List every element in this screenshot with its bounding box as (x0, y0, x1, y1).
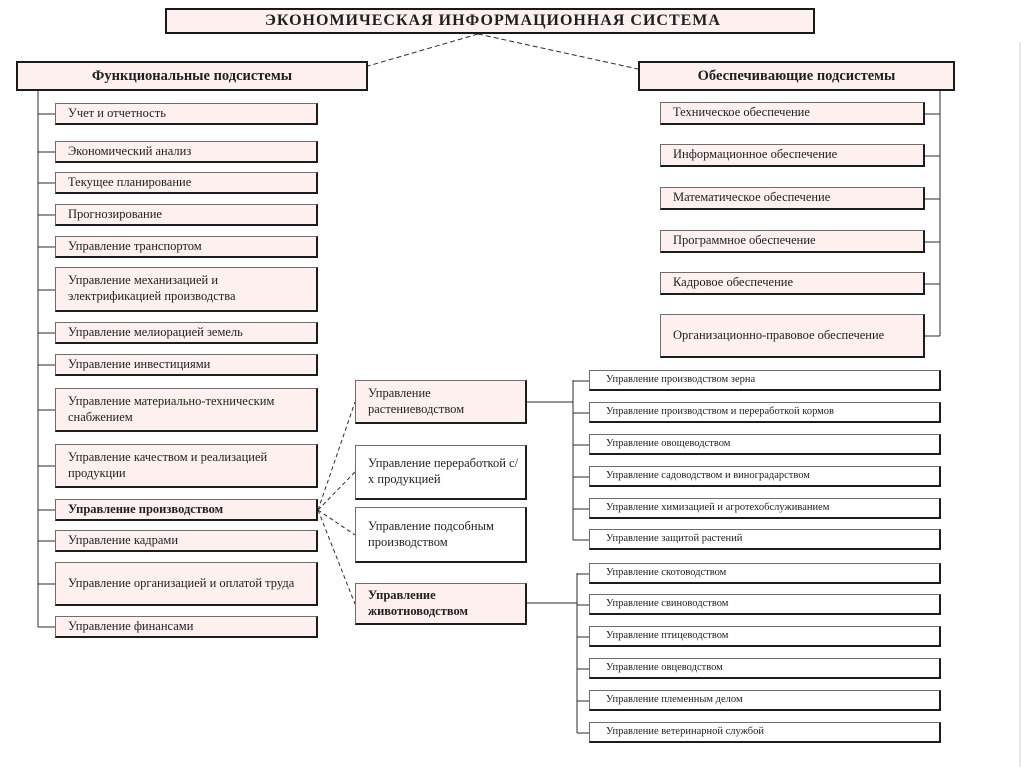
functional-item: Управление качеством и реализацией проду… (55, 444, 318, 488)
functional-item: Управление финансами (55, 616, 318, 638)
livestock-item: Управление птицеводством (589, 626, 941, 647)
supporting-item: Организационно-правовое обеспечение (660, 314, 925, 358)
functional-item: Прогнозирование (55, 204, 318, 226)
functional-item: Управление материально-техническим снабж… (55, 388, 318, 432)
supporting-subsystems-header: Обеспечивающие подсистемы (638, 61, 955, 91)
livestock-item: Управление ветеринарной службой (589, 722, 941, 743)
livestock-item: Управление овцеводством (589, 658, 941, 679)
supporting-item: Техническое обеспечение (660, 102, 925, 125)
functional-subsystems-header: Функциональные подсистемы (16, 61, 368, 91)
crop-item: Управление химизацией и агротехобслужива… (589, 498, 941, 519)
functional-item-production: Управление производством (55, 499, 318, 521)
branch-auxiliary: Управление подсобным производством (355, 507, 527, 563)
functional-item: Управление организацией и оплатой труда (55, 562, 318, 606)
crop-item: Управление производством и переработкой … (589, 402, 941, 423)
crop-item: Управление защитой растений (589, 529, 941, 550)
supporting-item: Математическое обеспечение (660, 187, 925, 210)
functional-item: Управление механизацией и электрификацие… (55, 267, 318, 312)
functional-item: Учет и отчетность (55, 103, 318, 125)
functional-item: Управление кадрами (55, 530, 318, 552)
branch-processing: Управление переработкой с/х продукцией (355, 445, 527, 500)
crop-item: Управление овощеводством (589, 434, 941, 455)
livestock-item: Управление скотоводством (589, 563, 941, 584)
livestock-item: Управление свиноводством (589, 594, 941, 615)
crop-item: Управление садоводством и виноградарство… (589, 466, 941, 487)
livestock-item: Управление племенным делом (589, 690, 941, 711)
branch-crop-farming: Управление растениеводством (355, 380, 527, 424)
diagram-title: ЭКОНОМИЧЕСКАЯ ИНФОРМАЦИОННАЯ СИСТЕМА (165, 8, 815, 34)
functional-item: Текущее планирование (55, 172, 318, 194)
crop-item: Управление производством зерна (589, 370, 941, 391)
supporting-item: Кадровое обеспечение (660, 272, 925, 295)
functional-item: Управление мелиорацией земель (55, 322, 318, 344)
functional-item: Управление инвестициями (55, 354, 318, 376)
supporting-item: Программное обеспечение (660, 230, 925, 253)
functional-item: Экономический анализ (55, 141, 318, 163)
functional-item: Управление транспортом (55, 236, 318, 258)
supporting-item: Информационное обеспечение (660, 144, 925, 167)
branch-livestock: Управление животноводством (355, 583, 527, 625)
